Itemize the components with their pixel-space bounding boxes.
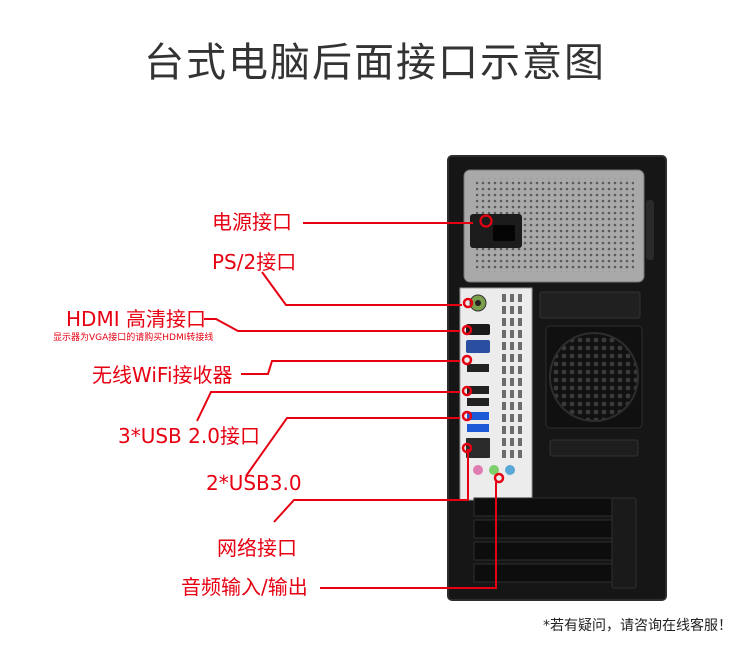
usb3-port: [467, 424, 489, 432]
hdmi-port: [466, 324, 490, 335]
label-wifi-receiver: 无线WiFi接收器: [92, 363, 233, 387]
label-ps2-port: PS/2接口: [212, 250, 297, 274]
usb3-port: [467, 412, 489, 420]
label-audio-ports: 音频输入/输出: [181, 575, 308, 599]
fan-grill: [550, 333, 638, 421]
network-port: [466, 438, 490, 458]
wifi-usb-port: [467, 364, 489, 372]
label-hdmi-port: HDMI 高清接口: [66, 307, 206, 331]
label-usb2-ports: 3*USB 2.0接口: [118, 424, 260, 448]
page-title: 台式电脑后面接口示意图: [144, 40, 606, 86]
usb2-port: [467, 386, 489, 394]
audio-port-pink: [473, 465, 483, 475]
label-power-port: 电源接口: [212, 210, 292, 234]
power-supply-unit: [463, 169, 645, 283]
leader-lines: [196, 222, 497, 589]
vga-port: [466, 340, 490, 353]
footnote: *若有疑问，请咨询在线客服！: [543, 618, 732, 634]
audio-port-green: [489, 465, 499, 475]
label-usb3-ports: 2*USB3.0: [206, 471, 302, 495]
usb2-port: [467, 398, 489, 406]
label-hdmi-note: 显示器为VGA接口的请购买HDMI转接线: [53, 333, 214, 343]
audio-port-blue: [505, 465, 515, 475]
io-shield: [459, 287, 533, 501]
power-socket-marker: [479, 214, 493, 228]
case-rear-panel: [539, 291, 643, 457]
label-network-port: 网络接口: [217, 536, 297, 560]
expansion-slots: [473, 497, 637, 589]
